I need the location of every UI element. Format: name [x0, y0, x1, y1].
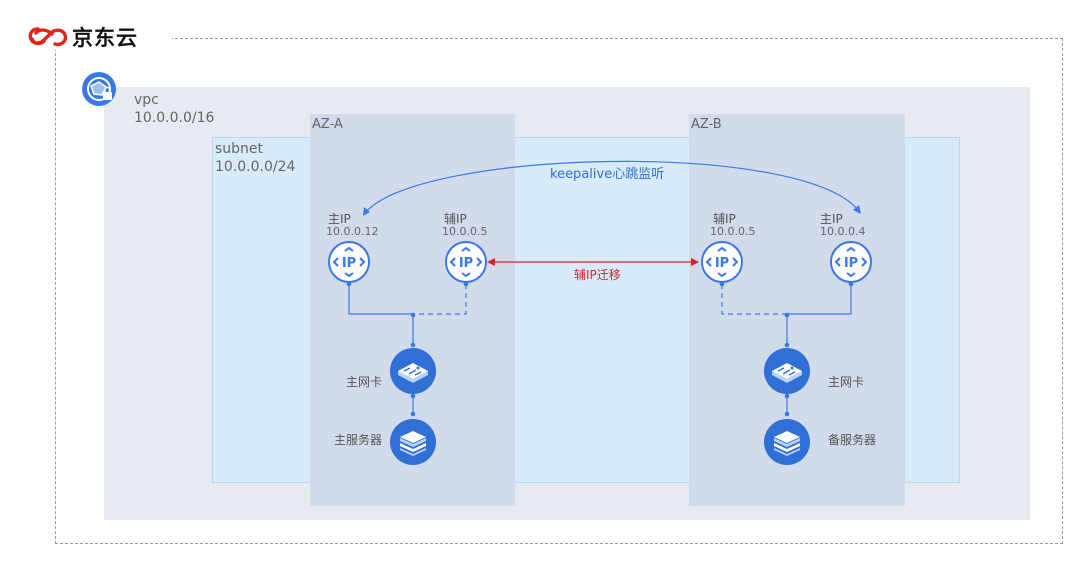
ip-icon: IP [700, 240, 744, 284]
brand-name: 京东云 [72, 26, 138, 50]
az-a-nic-label: 主网卡 [346, 375, 383, 389]
svg-text:IP: IP [342, 256, 356, 271]
az-a-primary-ip-address: 10.0.0.12 [326, 225, 379, 238]
az-b-primary-ip-address: 10.0.0.4 [820, 225, 866, 238]
frame-gap [54, 28, 172, 50]
heartbeat-label: keepalive心跳监听 [550, 167, 665, 182]
heartbeat-arrow-right [853, 205, 861, 214]
az-a-server-label: 主服务器 [334, 433, 383, 447]
az-b-primary-line [786, 284, 852, 345]
az-a-label: AZ-A [312, 117, 343, 132]
ip-icon: IP [327, 240, 371, 284]
subnet-label: subnet [215, 141, 264, 157]
az-b-label: AZ-B [691, 117, 722, 132]
vpc-label: vpc [134, 92, 159, 108]
vpc-cidr: 10.0.0.0/16 [134, 110, 215, 126]
az-a-primary-ip-label: 主IP [328, 212, 351, 226]
subnet-cidr: 10.0.0.0/24 [215, 159, 296, 175]
jdcloud-logo-icon [28, 27, 68, 47]
az-b-secondary-ip-label: 辅IP [713, 212, 736, 226]
heartbeat-arc [365, 160, 859, 213]
az-b-server-label: 备服务器 [828, 433, 877, 447]
svg-text:IP: IP [844, 256, 858, 271]
migration-arrow-left [487, 258, 495, 266]
svg-text:IP: IP [715, 256, 729, 271]
ip-icon: IP [829, 240, 873, 284]
az-b-primary-ip-label: 主IP [820, 212, 843, 226]
vpc-icon [80, 70, 118, 108]
migration-arrow-right [691, 258, 699, 266]
az-a-secondary-ip-address: 10.0.0.5 [442, 225, 488, 238]
ip-icon: IP [444, 240, 488, 284]
nic-icon [389, 347, 437, 395]
heartbeat-arrow-left [363, 207, 370, 216]
az-a-secondary-ip-label: 辅IP [444, 212, 467, 226]
az-b-nic-label: 主网卡 [828, 375, 865, 389]
brand: 京东云 [28, 20, 138, 54]
az-a-secondary-line [413, 284, 467, 315]
nic-icon [763, 347, 811, 395]
svg-text:IP: IP [459, 256, 473, 271]
az-b-secondary-ip-address: 10.0.0.5 [710, 225, 756, 238]
server-icon [389, 418, 437, 466]
az-a-primary-line [348, 284, 414, 345]
migration-label: 辅IP迁移 [574, 268, 621, 282]
az-b-secondary-line [721, 284, 787, 315]
server-icon [763, 418, 811, 466]
diagram-frame [55, 38, 1063, 544]
